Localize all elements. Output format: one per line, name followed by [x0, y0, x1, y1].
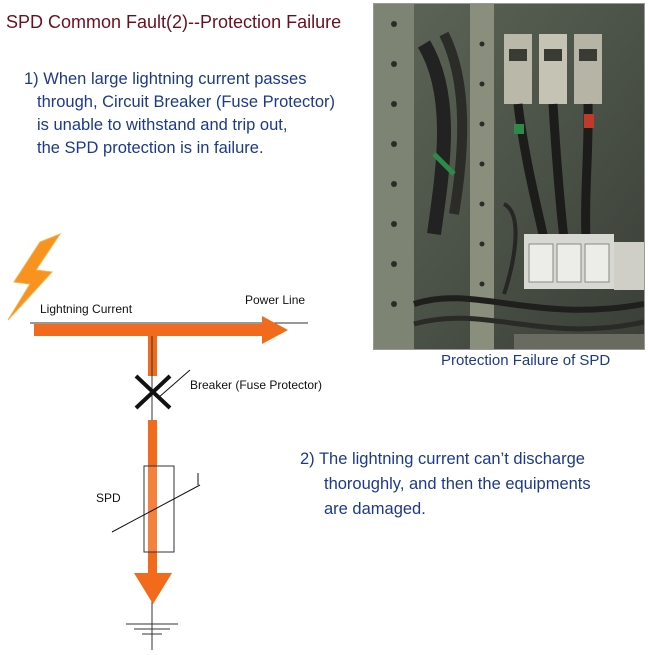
electrical-cabinet-illustration [374, 4, 644, 349]
point-1-text: 1) When large lightning current passes t… [24, 68, 374, 160]
circuit-diagram-drawing [7, 232, 308, 655]
point-1-line-1: 1) When large lightning current passes [24, 70, 307, 88]
point-2-line-2: thoroughly, and then the equipments [324, 475, 591, 493]
point-2-line-3: are damaged. [324, 500, 426, 518]
page-title: SPD Common Fault(2)--Protection Failure [6, 12, 342, 32]
point-1-line-4: the SPD protection is in failure. [37, 139, 264, 157]
spd-symbol [143, 465, 175, 553]
breaker-label: Breaker (Fuse Protector) [190, 378, 323, 392]
ground-symbol-icon [126, 605, 178, 635]
spd-label: SPD [96, 491, 121, 505]
lightning-bolt-icon [7, 232, 62, 321]
power-line-arrowhead [262, 316, 288, 344]
point-1-line-3: is unable to withstand and trip out, [37, 116, 288, 134]
spd-failure-photo [373, 3, 645, 350]
power-line-label: Power Line [245, 293, 306, 307]
photo-caption: Protection Failure of SPD [441, 352, 611, 369]
point-2-text: 2) The lightning current can’t discharge… [300, 447, 640, 522]
point-2-line-1: 2) The lightning current can’t discharge [300, 450, 585, 468]
discharge-arrowhead [134, 573, 172, 604]
lightning-current-arrow [34, 324, 264, 336]
branch-lower [148, 420, 157, 575]
lightning-current-label: Lightning Current [40, 302, 133, 316]
point-1-line-2: through, Circuit Breaker (Fuse Protector… [37, 93, 336, 111]
circuit-diagram: Lightning Current Power Line Breaker (Fu… [0, 220, 360, 655]
